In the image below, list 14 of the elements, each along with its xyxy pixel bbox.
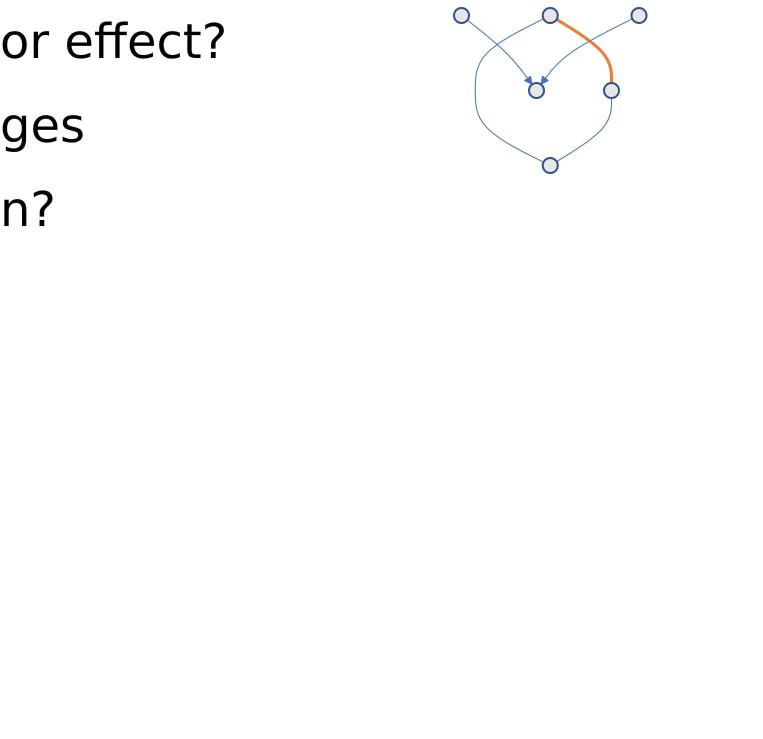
text-fragment: n?: [0, 181, 57, 240]
text-fragment: ges: [0, 97, 86, 156]
connector: [556, 18, 613, 83]
node-circle: [602, 82, 620, 99]
arrow: [466, 20, 532, 85]
arrow: [540, 18, 633, 85]
node-circle: [630, 7, 648, 24]
node-circle: [528, 82, 545, 99]
node-circle: [542, 7, 558, 24]
text-fragment: or effect?: [0, 13, 228, 72]
connector: [474, 18, 544, 163]
node-circle: [542, 157, 558, 174]
connector: [556, 98, 612, 162]
node-circle: [452, 7, 470, 24]
